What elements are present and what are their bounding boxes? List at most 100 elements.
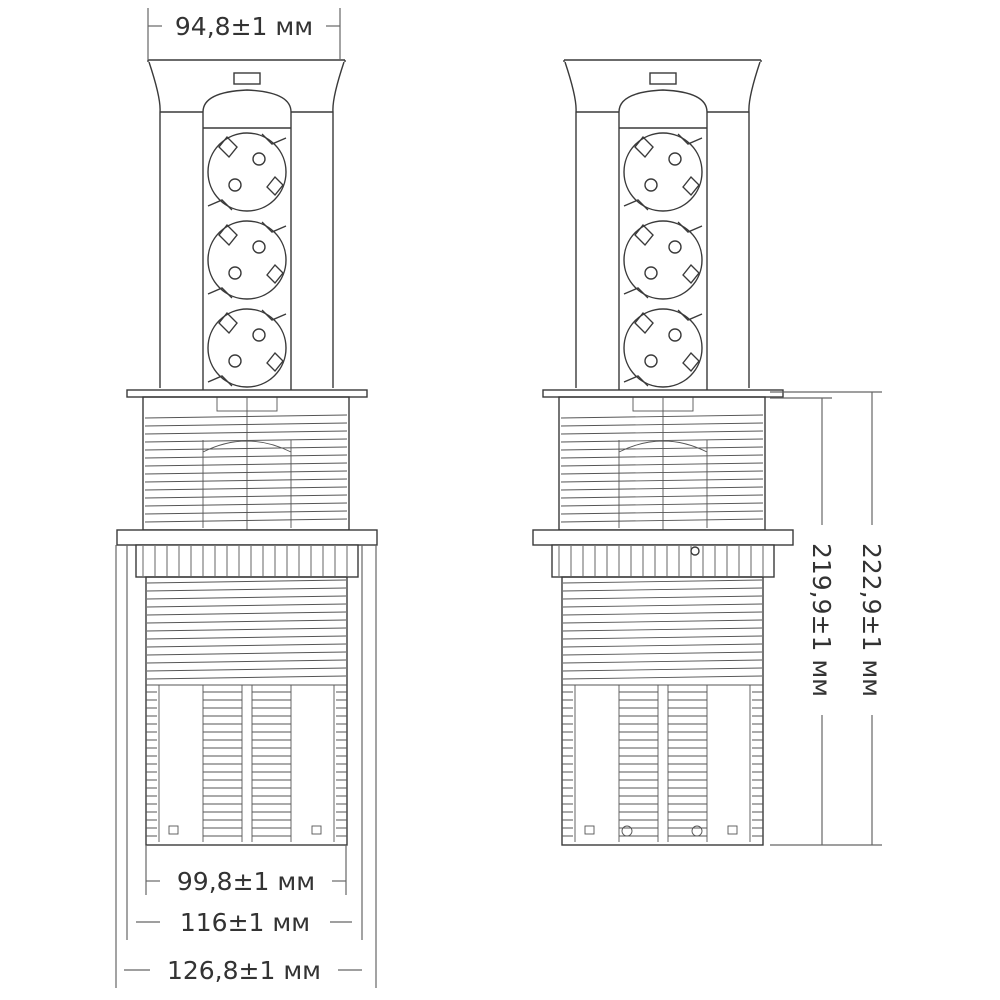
rib xyxy=(146,619,347,624)
dim-flange-width: 126,8±1 мм xyxy=(167,956,321,985)
inner-outline xyxy=(618,397,708,530)
cover-flange xyxy=(126,389,368,398)
rib xyxy=(562,651,763,656)
rib xyxy=(144,414,348,419)
rib xyxy=(560,422,764,427)
socket-face xyxy=(623,308,703,388)
rib xyxy=(560,414,764,419)
rib xyxy=(144,438,348,443)
earth-clip xyxy=(623,133,703,211)
rib xyxy=(560,478,764,483)
rib xyxy=(146,675,347,680)
rib xyxy=(144,454,348,459)
rib xyxy=(560,462,764,467)
cover-flange xyxy=(542,389,784,398)
rib xyxy=(146,595,347,600)
rib xyxy=(562,603,763,608)
rib xyxy=(560,470,764,475)
socket-face xyxy=(207,220,287,300)
rib xyxy=(562,667,763,672)
rib xyxy=(560,494,764,499)
rib xyxy=(562,619,763,624)
dimension-lines xyxy=(115,8,882,988)
rib xyxy=(562,587,763,592)
earth-clip xyxy=(207,221,287,299)
socket-hole xyxy=(252,328,266,342)
socket-hole xyxy=(644,354,658,368)
socket-hole xyxy=(252,240,266,254)
rib xyxy=(562,675,763,680)
rib xyxy=(144,446,348,451)
rib xyxy=(560,502,764,507)
socket-face xyxy=(623,132,703,212)
rib xyxy=(144,470,348,475)
lower-body xyxy=(145,576,348,846)
schuko-socket xyxy=(623,308,703,388)
side-view xyxy=(532,59,794,846)
socket-hole xyxy=(228,354,242,368)
socket-face xyxy=(623,220,703,300)
rib xyxy=(144,494,348,499)
earth-clip xyxy=(207,309,287,387)
rib xyxy=(560,446,764,451)
usb-c-port xyxy=(649,72,677,85)
rib xyxy=(146,611,347,616)
dim-body-width: 99,8±1 мм xyxy=(177,867,315,896)
earth-clip xyxy=(207,133,287,211)
collar-flange xyxy=(116,529,378,546)
rib xyxy=(146,651,347,656)
rib xyxy=(562,595,763,600)
schuko-socket xyxy=(623,132,703,212)
earth-clip xyxy=(623,221,703,299)
socket-pod xyxy=(618,89,708,390)
schuko-socket xyxy=(207,308,287,388)
collar-flange xyxy=(532,529,794,546)
socket-hole xyxy=(668,240,682,254)
dim-top-width: 94,8±1 мм xyxy=(175,12,313,41)
socket-hole xyxy=(228,178,242,192)
rib xyxy=(562,627,763,632)
socket-hole xyxy=(668,328,682,342)
inner-outline xyxy=(202,397,292,530)
rib xyxy=(146,627,347,632)
rib xyxy=(146,659,347,664)
pillar-outline xyxy=(147,59,346,388)
socket-pod xyxy=(202,89,292,390)
screw xyxy=(690,546,700,556)
clip-slot xyxy=(168,825,179,835)
rib xyxy=(562,659,763,664)
locking-ring xyxy=(551,544,775,578)
rib xyxy=(146,635,347,640)
rib xyxy=(144,462,348,467)
socket-face xyxy=(207,132,287,212)
lower-body xyxy=(561,576,764,846)
socket-hole xyxy=(252,152,266,166)
rib xyxy=(144,486,348,491)
rib xyxy=(560,486,764,491)
socket-hole xyxy=(668,152,682,166)
rib xyxy=(144,478,348,483)
rib xyxy=(146,587,347,592)
earth-clip xyxy=(623,309,703,387)
rib xyxy=(560,510,764,515)
front-view xyxy=(116,59,378,846)
schuko-socket xyxy=(207,132,287,212)
rib xyxy=(562,643,763,648)
rib xyxy=(560,438,764,443)
rib xyxy=(146,667,347,672)
rib xyxy=(146,579,347,584)
socket-hole xyxy=(644,266,658,280)
socket-hole xyxy=(228,266,242,280)
schuko-socket xyxy=(623,220,703,300)
rib xyxy=(144,422,348,427)
socket-face xyxy=(207,308,287,388)
rib xyxy=(146,603,347,608)
clip-slot xyxy=(584,825,595,835)
rib xyxy=(560,518,764,523)
socket-hole xyxy=(644,178,658,192)
dim-height-below-cover: 219,9±1 мм xyxy=(807,543,836,697)
rib xyxy=(560,430,764,435)
clip-slot xyxy=(727,825,738,835)
body-frame xyxy=(562,684,763,842)
